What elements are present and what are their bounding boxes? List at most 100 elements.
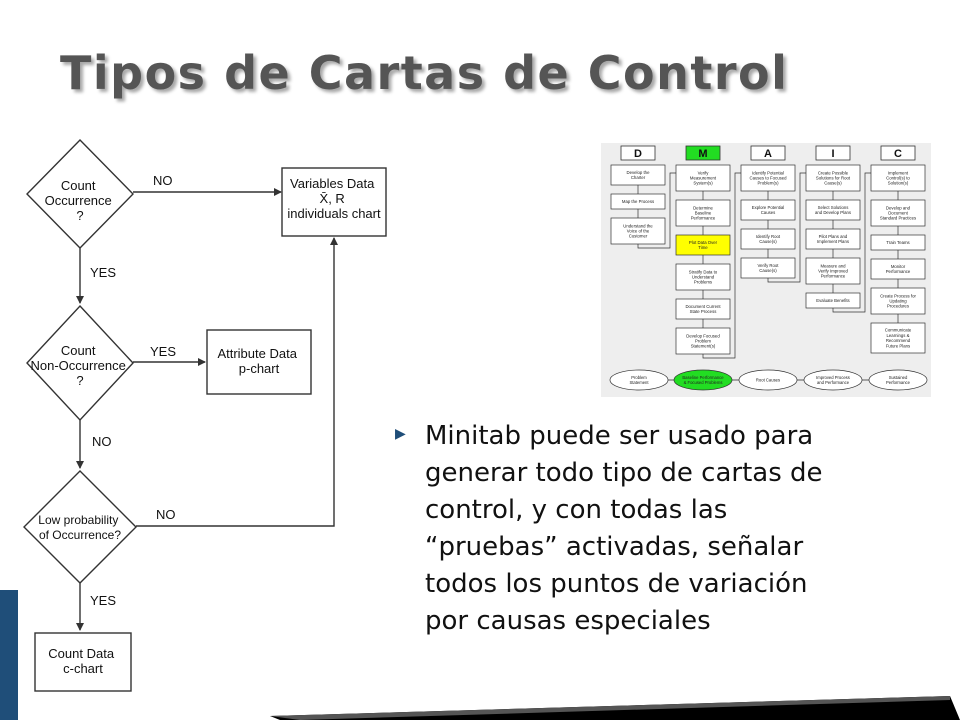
dmaic-step-i-5: Evaluate Benefits — [805, 292, 861, 309]
label-yes-2: YES — [150, 344, 176, 359]
label-yes-3: YES — [90, 593, 116, 608]
svg-text:Root Causes: Root Causes — [756, 377, 780, 382]
dmaic-step-c-3: Train Teams — [870, 234, 926, 251]
svg-text:Variables Data X̄, R: Variables Data X̄, R individuals chart — [287, 176, 381, 221]
phase-header-a: A — [750, 145, 786, 161]
dmaic-flow-stage-2: Baseline Performance& Focused Problems — [673, 369, 733, 391]
dmaic-column-link — [637, 172, 676, 249]
phase-header-d: D — [620, 145, 656, 161]
box-variables-data: Variables Data X̄, R individuals chart — [281, 167, 387, 237]
svg-text:Map the Process: Map the Process — [622, 199, 654, 204]
svg-text:A: A — [764, 148, 772, 160]
control-chart-selection-flowchart: Count Occurrence ? Count Non-Occurrence … — [0, 139, 387, 720]
svg-text:Baseline Performance& Focused: Baseline Performance& Focused Problems — [682, 375, 724, 385]
accent-bar — [0, 590, 18, 720]
svg-text:Train Teams: Train Teams — [886, 240, 909, 245]
decision-count-non-occurrence: Count Non-Occurrence ? — [26, 304, 134, 422]
dmaic-step-d-2: Map the Process — [610, 193, 666, 210]
label-no-3: NO — [156, 507, 176, 522]
bullet-paragraph: ▶ Minitab puede ser usado para generar t… — [395, 418, 895, 640]
connector-d3-to-variables — [136, 237, 338, 527]
svg-text:Low probability of Occ: Low probability of Occurrence? — [38, 513, 121, 542]
svg-text:Count Occurrence: Count Occurrence ? — [45, 178, 116, 223]
phase-header-c: C — [880, 145, 916, 161]
dmaic-column-link — [702, 172, 741, 359]
triangle-right-icon: ▶ — [395, 426, 406, 442]
svg-text:D: D — [634, 148, 642, 160]
svg-text:I: I — [831, 148, 834, 160]
svg-text:M: M — [698, 148, 707, 160]
box-count-data: Count Data c-chart — [34, 632, 132, 692]
bottom-wedge-decoration — [270, 696, 960, 720]
svg-text:C: C — [894, 148, 902, 160]
svg-text:Evaluate Benefits: Evaluate Benefits — [816, 298, 849, 303]
slide-title: Tipos de Cartas de Control — [60, 46, 789, 100]
bullet-text: Minitab puede ser usado para generar tod… — [425, 421, 823, 636]
label-no-2: NO — [92, 434, 112, 449]
svg-text:Count Non-Occurrence: Count Non-Occurrence ? — [31, 343, 130, 388]
phase-header-i: I — [815, 145, 851, 161]
label-no-1: NO — [153, 173, 173, 188]
phase-header-m: M — [685, 145, 721, 161]
dmaic-column-link — [832, 172, 871, 313]
svg-text:Attribute Data p-chart: Attribute Data p-chart — [217, 346, 300, 376]
box-attribute-data: Attribute Data p-chart — [206, 329, 312, 395]
dmaic-flow-stage-3: Root Causes — [738, 369, 798, 391]
svg-text:Count Data c-chart: Count Data c-chart — [48, 646, 117, 676]
decision-low-probability: Low probability of Occurrence? — [23, 470, 137, 584]
label-yes-1: YES — [90, 265, 116, 280]
dmaic-column-link — [767, 172, 806, 283]
decision-count-occurrence: Count Occurrence ? — [26, 139, 134, 249]
